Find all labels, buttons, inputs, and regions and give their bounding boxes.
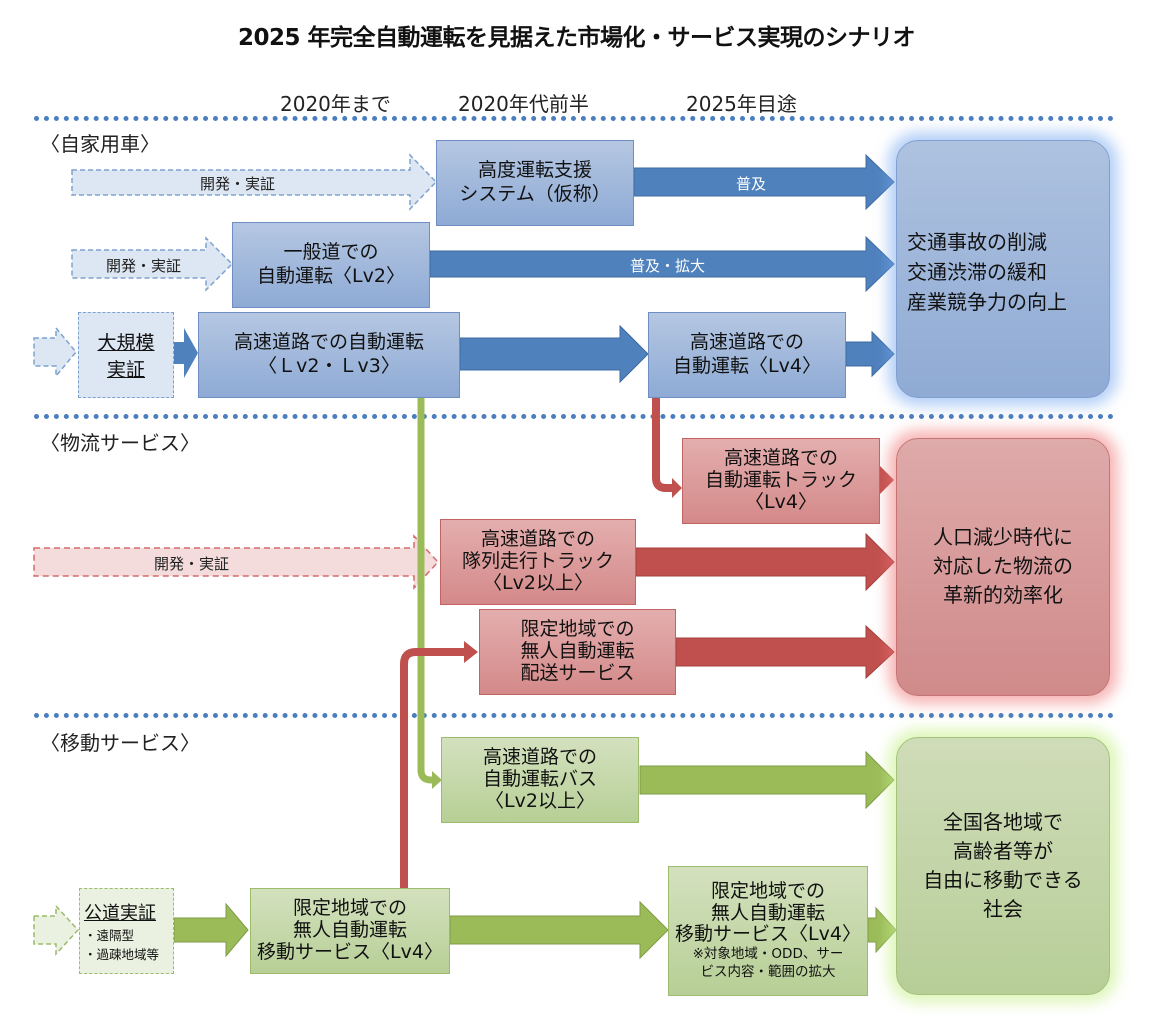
connector-limited-to-delivery xyxy=(400,648,466,888)
highway-lv2-lv3-box: 高速道路での自動運転 〈Ｌv2・Ｌv3〉 xyxy=(198,312,460,398)
connector-highway-to-bus xyxy=(417,398,436,784)
period-label-2025: 2025年目途 xyxy=(686,92,797,116)
goal-mobility: 全国各地域で 高齢者等が 自由に移動できる 社会 xyxy=(896,737,1110,995)
dev-arrow-public-demo xyxy=(33,904,80,956)
arrow-limited-to-2025 xyxy=(449,900,669,960)
arrow-adas-spread xyxy=(633,153,895,211)
bus-line-2: 自動運転バス xyxy=(482,768,597,791)
arrow-bus-to-goal xyxy=(639,750,895,810)
highway-lv4-line-2: 自動運転〈Lv4〉 xyxy=(673,355,821,377)
arrow-2025-to-goal xyxy=(867,906,897,954)
goal-mobility-line-1: 全国各地域で xyxy=(943,810,1063,834)
dev-label-adas: 開発・実証 xyxy=(200,175,276,193)
goal-private-car: 交通事故の削減 交通渋滞の緩和 産業競争力の向上 xyxy=(896,140,1110,398)
limited-area-mobility-2025-box: 限定地域での 無人自動運転 移動サービス〈Lv4〉 ※対象地域・ODD、サー ビ… xyxy=(668,866,868,996)
goal-mobility-line-4: 社会 xyxy=(983,897,1023,921)
arrow-highway-to-lv4 xyxy=(459,324,649,384)
goal-mobility-line-3: 自由に移動できる xyxy=(923,868,1083,892)
section-divider-logistics xyxy=(34,414,1114,419)
section-label-logistics: 〈物流サービス〉 xyxy=(40,431,200,455)
autonomous-bus-box: 高速道路での 自動運転バス 〈Lv2以上〉 xyxy=(441,737,639,823)
adas-line-1: 高度運転支援 xyxy=(477,159,592,182)
arrow-large-demo-to-highway xyxy=(174,328,198,378)
large-demo-line-2: 実証 xyxy=(106,359,145,381)
platoon-truck-box: 高速道路での 隊列走行トラック 〈Lv2以上〉 xyxy=(440,519,636,605)
limited-line-1: 限定地域での xyxy=(292,897,407,920)
arrow-general-spread-expand xyxy=(429,235,895,293)
truck-line-1: 高速道路での xyxy=(723,447,838,470)
general-line-2: 自動運転〈Lv2〉 xyxy=(257,265,405,287)
public-road-demo-box: 公道実証 ・遠隔型 ・過疎地域等 xyxy=(79,888,174,974)
goal-private-line-3: 産業競争力の向上 xyxy=(907,290,1067,314)
highway-lv4-box: 高速道路での 自動運転〈Lv4〉 xyxy=(648,312,846,398)
delivery-service-box: 限定地域での 無人自動運転 配送サービス xyxy=(479,609,676,695)
period-label-early-2020s: 2020年代前半 xyxy=(458,92,589,116)
platoon-line-3: 〈Lv2以上〉 xyxy=(483,571,593,594)
arrow-head-bus xyxy=(432,771,442,789)
delivery-line-1: 限定地域での xyxy=(520,618,635,641)
arrow-label-spread: 普及 xyxy=(736,175,767,193)
period-label-until-2020: 2020年まで xyxy=(280,92,391,116)
highway-line-2: 〈Ｌv2・Ｌv3〉 xyxy=(258,355,400,377)
platoon-line-1: 高速道路での xyxy=(480,528,595,551)
arrow-head-delivery xyxy=(464,641,478,663)
public-demo-item-remote: ・遠隔型 xyxy=(84,928,135,943)
goal-logistics-line-3: 革新的効率化 xyxy=(943,583,1063,607)
arrow-label-spread-expand: 普及・拡大 xyxy=(630,257,706,275)
arrow-delivery-to-goal xyxy=(675,624,895,680)
limited-2025-line-1: 限定地域での xyxy=(710,879,825,902)
public-demo-item-depopulated: ・過疎地域等 xyxy=(84,947,160,962)
dev-arrow-adas xyxy=(71,153,438,211)
dev-arrow-logistics xyxy=(33,534,440,590)
highway-lv4-line-1: 高速道路での xyxy=(689,331,804,354)
limited-2025-line-2: 無人自動運転 xyxy=(710,901,825,924)
delivery-line-2: 無人自動運転 xyxy=(520,640,635,663)
goal-private-line-1: 交通事故の削減 xyxy=(907,230,1047,254)
section-divider-mobility xyxy=(34,713,1114,718)
diagram-title: 2025 年完全自動運転を見据えた市場化・サービス実現のシナリオ xyxy=(237,25,916,51)
goal-mobility-line-2: 高齢者等が xyxy=(953,839,1053,863)
dev-arrow-large-demo xyxy=(33,325,77,379)
limited-area-mobility-box: 限定地域での 無人自動運転 移動サービス〈Lv4〉 xyxy=(250,888,450,974)
arrow-truck-to-goal xyxy=(876,462,894,498)
truck-line-2: 自動運転トラック xyxy=(704,469,857,492)
section-label-mobility: 〈移動サービス〉 xyxy=(40,731,200,755)
adas-line-2: システム（仮称） xyxy=(459,183,611,205)
arrow-head-truck xyxy=(672,478,682,498)
delivery-line-3: 配送サービス xyxy=(520,661,635,684)
limited-2025-note-1: ※対象地域・ODD、サー xyxy=(692,946,844,963)
general-line-1: 一般道での xyxy=(283,241,379,264)
limited-2025-note-2: ビス内容・範囲の拡大 xyxy=(700,963,836,980)
arrow-public-demo-to-limited xyxy=(173,902,249,958)
bus-line-1: 高速道路での xyxy=(482,746,597,769)
adas-system-box: 高度運転支援 システム（仮称） xyxy=(436,140,634,226)
goal-logistics: 人口減少時代に 対応した物流の 革新的効率化 xyxy=(896,438,1110,696)
limited-line-3: 移動サービス〈Lv4〉 xyxy=(257,940,443,963)
highway-line-1: 高速道路での自動運転 xyxy=(233,331,424,354)
connector-lv4-to-truck xyxy=(652,398,676,492)
goal-private-line-2: 交通渋滞の緩和 xyxy=(907,260,1047,284)
goal-logistics-line-1: 人口減少時代に xyxy=(933,525,1073,549)
goal-logistics-line-2: 対応した物流の xyxy=(933,554,1073,578)
autonomous-truck-lv4-box: 高速道路での 自動運転トラック 〈Lv4〉 xyxy=(682,438,880,524)
limited-line-2: 無人自動運転 xyxy=(292,919,407,942)
dev-arrow-general xyxy=(71,236,234,292)
truck-line-3: 〈Lv4〉 xyxy=(745,490,817,513)
bus-line-3: 〈Lv2以上〉 xyxy=(485,789,595,812)
section-label-private-car: 〈自家用車〉 xyxy=(40,132,160,156)
general-road-lv2-box: 一般道での 自動運転〈Lv2〉 xyxy=(232,222,430,308)
dev-label-logistics: 開発・実証 xyxy=(154,555,230,573)
section-divider-top xyxy=(34,116,1114,121)
dev-label-general: 開発・実証 xyxy=(106,257,182,275)
arrow-lv4-to-goal xyxy=(845,330,895,378)
limited-2025-line-3: 移動サービス〈Lv4〉 xyxy=(675,923,861,946)
large-scale-demo-box: 大規模 実証 xyxy=(78,312,174,398)
large-demo-line-1: 大規模 xyxy=(97,332,155,354)
platoon-line-2: 隊列走行トラック xyxy=(461,550,614,573)
arrow-platoon-to-goal xyxy=(635,532,895,592)
public-demo-title: 公道実証 xyxy=(84,903,156,924)
